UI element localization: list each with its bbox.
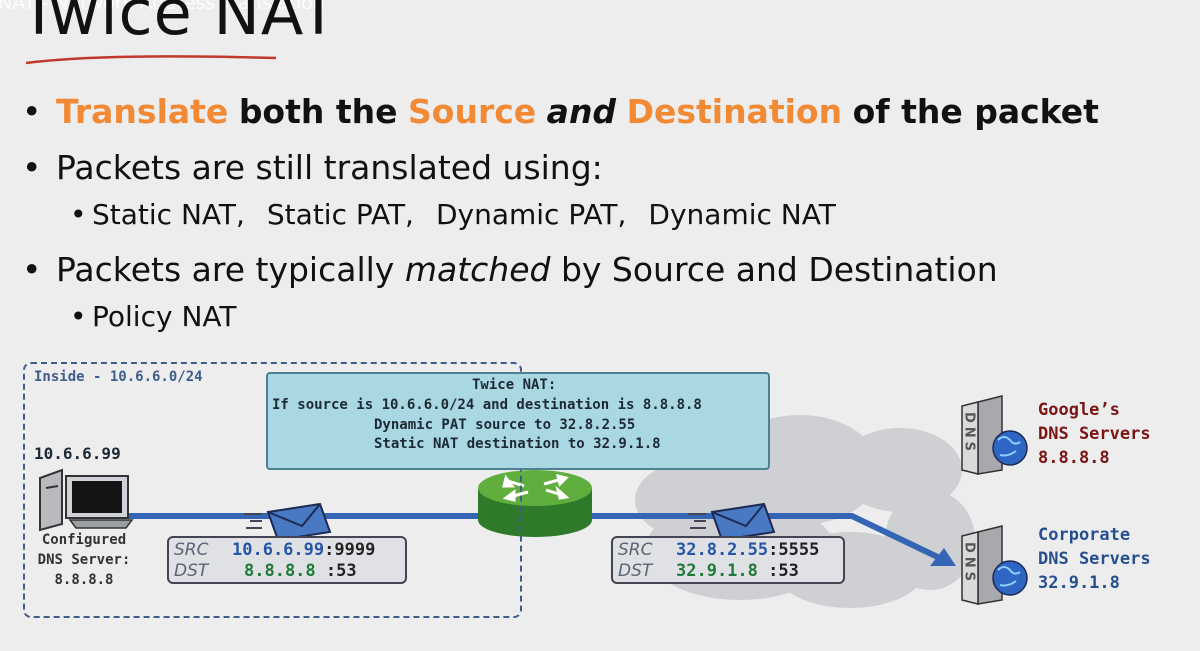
nat-rule-action-destination: Static NAT destination to 32.9.1.8 xyxy=(374,436,661,452)
inside-network-zone xyxy=(23,362,522,618)
packet-src-translated: 32.8.2.55:5555 xyxy=(676,540,820,560)
client-dns-config: Configured DNS Server: 8.8.8.8 xyxy=(37,532,131,588)
packet-src-key: SRC xyxy=(174,540,209,560)
corporate-dns-server-icon xyxy=(961,525,1028,605)
inside-label: Inside - 10.6.6.0/24 xyxy=(34,369,203,385)
kw-source: Source xyxy=(408,92,537,131)
video-title: NAT - Network Address Translation xyxy=(0,0,325,14)
sub-bullet-nat-types: •Static NAT,Static PAT,Dynamic PAT,Dynam… xyxy=(70,198,836,231)
nat-rule-action-source: Dynamic PAT source to 32.8.2.55 xyxy=(374,417,636,433)
kw-destination: Destination xyxy=(626,92,843,131)
packet-dst-key-translated: DST xyxy=(618,561,653,581)
kw-translate: Translate xyxy=(56,92,229,131)
sub-bullet-policy-nat: •Policy NAT xyxy=(70,300,237,333)
slide-title: Twice NAT xyxy=(20,0,339,49)
computer-icon xyxy=(39,468,134,532)
packet-header-original xyxy=(167,536,407,584)
twice-nat-rule-box xyxy=(266,372,770,470)
router-icon xyxy=(478,470,592,537)
google-dns-icon-label: DNS xyxy=(962,412,977,455)
bullet-translate: •Translate both the Source and Destinati… xyxy=(22,92,1099,131)
bullet-matched: •Packets are typically matched by Source… xyxy=(22,250,998,289)
client-ip: 10.6.6.99 xyxy=(34,444,121,463)
corporate-dns-label: Corporate DNS Servers 32.9.1.8 xyxy=(1038,525,1151,593)
packet-src-original: 10.6.6.99:9999 xyxy=(232,540,376,560)
nat-rule-title: Twice NAT: xyxy=(472,377,557,393)
packet-dst-translated: 32.9.1.8 :53 xyxy=(676,561,799,581)
envelope-icon-2 xyxy=(688,502,776,542)
title-underline xyxy=(25,55,277,65)
packet-header-translated xyxy=(611,536,845,584)
google-dns-server-icon xyxy=(961,395,1028,475)
arrow-head xyxy=(930,548,956,566)
packet-dst-key: DST xyxy=(174,561,209,581)
packet-src-key-translated: SRC xyxy=(618,540,653,560)
google-dns-label: Google’s DNS Servers 8.8.8.8 xyxy=(1038,400,1151,468)
bullet-translated-using: •Packets are still translated using: xyxy=(22,148,603,187)
packet-dst-original: 8.8.8.8 :53 xyxy=(244,561,357,581)
envelope-icon-1 xyxy=(244,502,332,542)
nat-rule-condition: If source is 10.6.6.0/24 and destination… xyxy=(272,397,702,413)
corp-dns-icon-label: DNS xyxy=(962,542,977,585)
